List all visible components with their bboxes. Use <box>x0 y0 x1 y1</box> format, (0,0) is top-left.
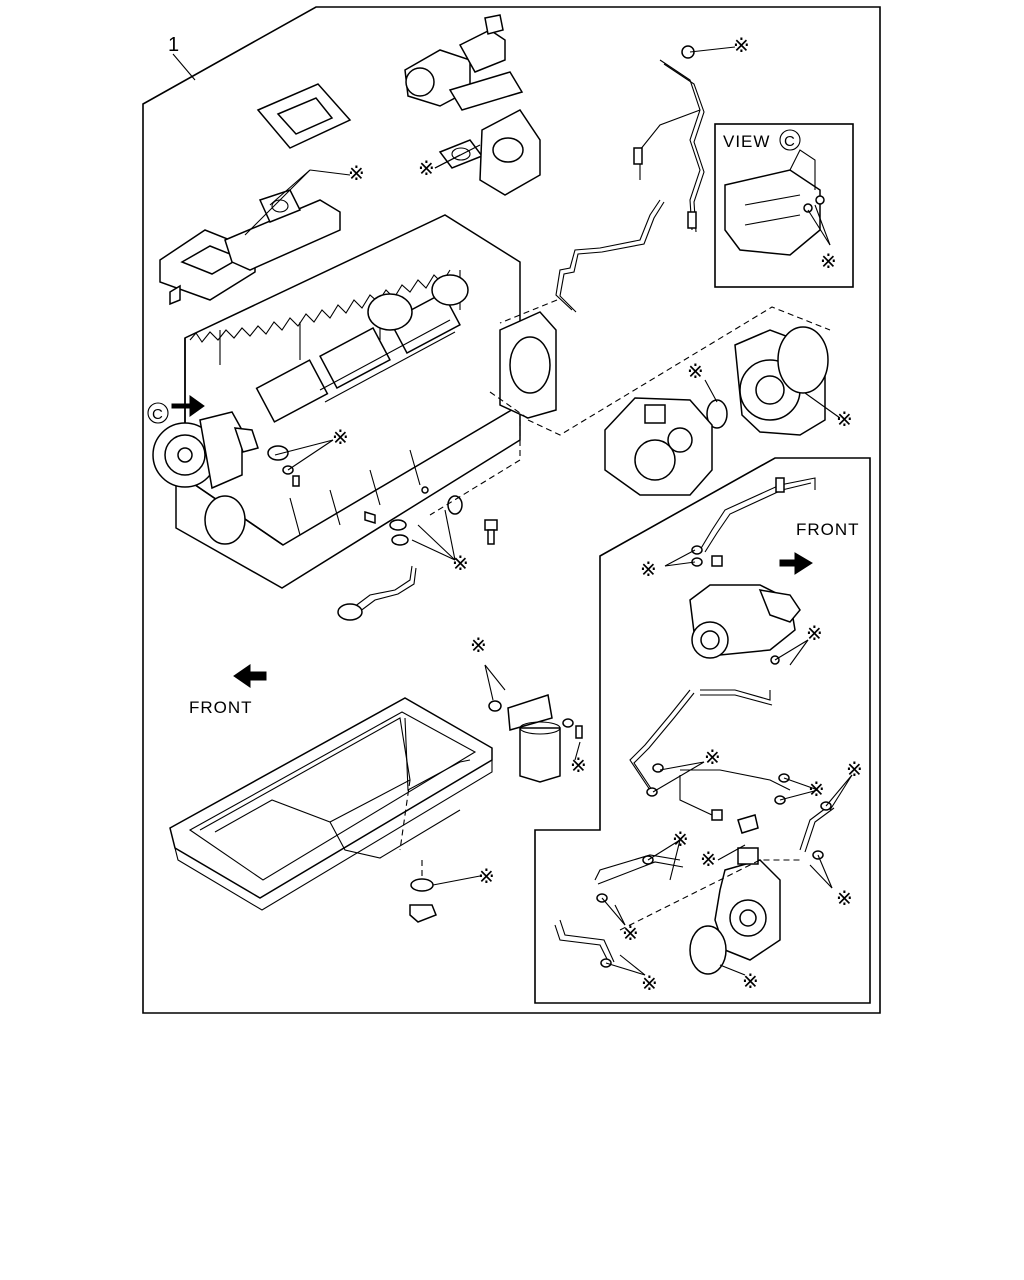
crankshaft-pulley <box>152 411 243 490</box>
leader-lines <box>244 46 853 976</box>
replacement-marks: ※ ※ ※ ※ ※ ※ ※ ※ ※ ※ ※ ※ ※ ※ ※ ※ ※ ※ ※ ※ … <box>332 35 863 995</box>
explosion-line <box>489 391 531 421</box>
replacement-mark: ※ <box>820 251 837 273</box>
front-indicator-right: FRONT <box>779 520 860 575</box>
supply-pump-o-ring <box>706 399 728 429</box>
replacement-mark: ※ <box>332 427 349 449</box>
view-c-detail: VIEW C <box>714 123 854 288</box>
replacement-mark: ※ <box>808 779 825 801</box>
front-seal-housing <box>204 495 246 545</box>
replacement-mark: ※ <box>452 553 469 575</box>
replacement-mark: ※ <box>418 158 435 180</box>
egr-pipe <box>479 109 541 196</box>
replacement-mark: ※ <box>348 163 365 185</box>
explosion-line <box>399 779 411 851</box>
replacement-mark: ※ <box>704 747 721 769</box>
replacement-mark: ※ <box>478 866 495 888</box>
view-letter: C <box>784 133 795 150</box>
engine-bolts <box>364 486 498 545</box>
view-marker-letter: C <box>152 406 163 423</box>
replacement-mark: ※ <box>622 923 639 945</box>
replacement-mark: ※ <box>672 829 689 851</box>
drain-plug <box>409 878 437 923</box>
explosion-line <box>527 306 831 436</box>
replacement-mark: ※ <box>742 971 759 993</box>
replacement-mark: ※ <box>640 559 657 581</box>
front-fitting <box>233 427 300 487</box>
replacement-mark: ※ <box>836 409 853 431</box>
explosion-line <box>499 299 558 324</box>
item-leader <box>172 53 196 81</box>
outer-frame <box>142 6 881 1014</box>
intake-manifold <box>159 199 341 306</box>
replacement-mark: ※ <box>470 635 487 657</box>
explosion-line <box>619 859 800 931</box>
replacement-mark: ※ <box>687 361 704 383</box>
oil-pan <box>169 697 493 911</box>
leak-off-pipe <box>555 45 705 313</box>
inset-pump-upper <box>689 545 801 665</box>
replacement-mark: ※ <box>641 973 658 995</box>
front-indicator-left: FRONT <box>189 664 267 717</box>
inset-fuel-pipes <box>554 689 835 968</box>
oil-strainer <box>337 519 417 621</box>
supply-pump <box>604 397 713 496</box>
pump-housing-o-ring <box>777 326 829 394</box>
item-number: 1 <box>168 34 179 56</box>
replacement-mark: ※ <box>846 759 863 781</box>
oil-filter <box>488 694 583 783</box>
front-label-right: FRONT <box>796 520 860 539</box>
front-label-left: FRONT <box>189 698 253 717</box>
engine-block <box>175 214 557 589</box>
replacement-mark: ※ <box>700 849 717 871</box>
inset-o-ring <box>689 925 727 975</box>
replacement-mark: ※ <box>570 755 587 777</box>
replacement-mark: ※ <box>806 623 823 645</box>
replacement-mark: ※ <box>836 888 853 910</box>
intake-gasket <box>256 83 352 149</box>
view-label: VIEW <box>723 132 770 151</box>
replacement-mark: ※ <box>733 35 750 57</box>
inset-leak-pipe <box>699 477 816 553</box>
explosion-line <box>429 420 521 516</box>
inset-pump-lower <box>714 847 781 961</box>
pump-inset-frame <box>534 457 871 1004</box>
view-c-marker: C <box>147 395 205 424</box>
